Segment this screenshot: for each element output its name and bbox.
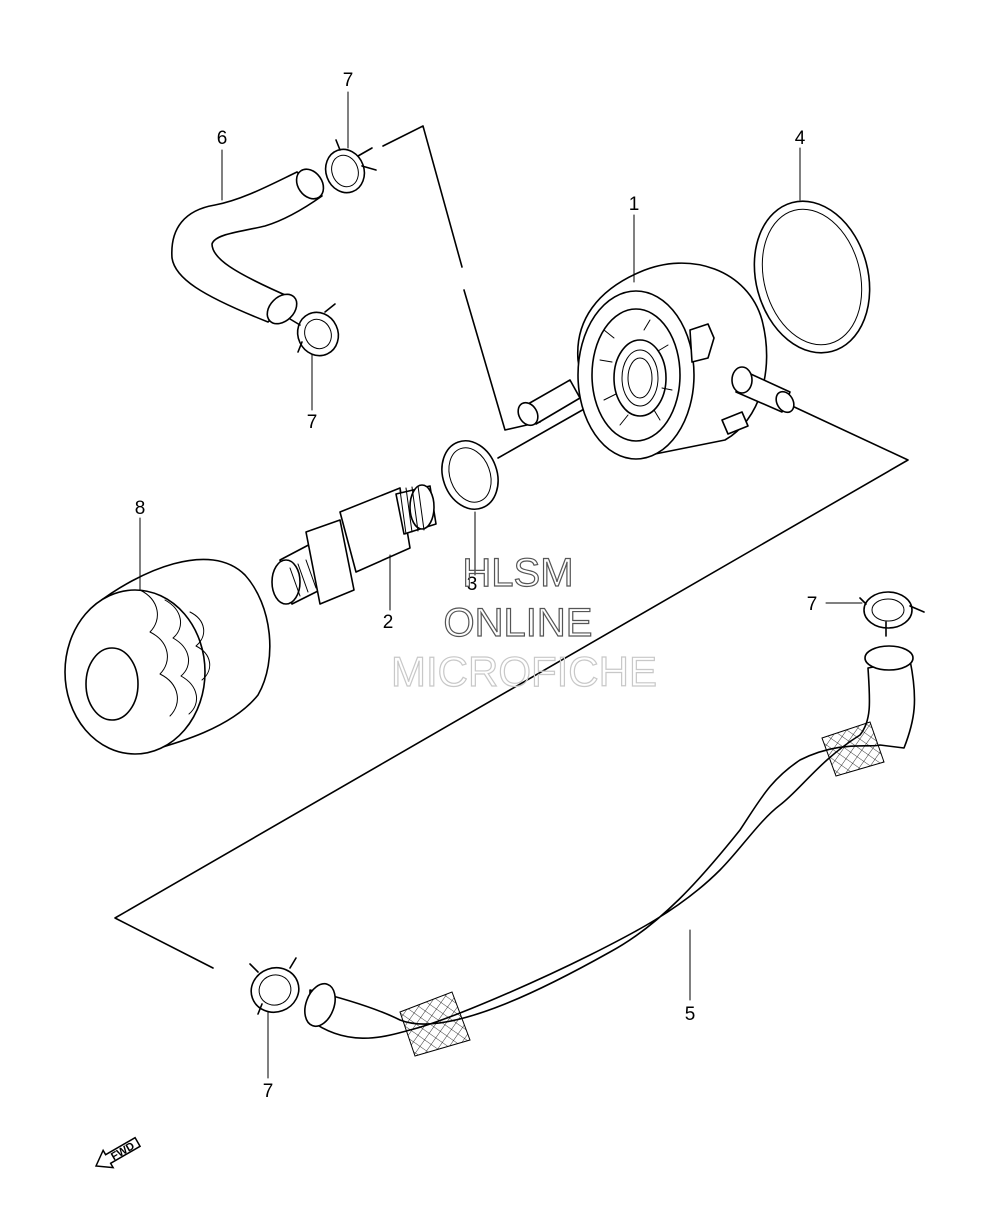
callout-leaders xyxy=(139,91,863,1079)
watermark-line-3: MICROFICHE xyxy=(391,648,657,695)
clamp-upper xyxy=(324,139,377,194)
callout-6: 6 xyxy=(217,128,228,149)
callout-5: 5 xyxy=(685,1004,696,1025)
watermark-line-1: HLSM xyxy=(462,551,573,595)
callout-7-top: 7 xyxy=(343,70,354,91)
long-hose xyxy=(304,645,916,1057)
clamp-middle-left xyxy=(289,303,340,357)
oil-cooler xyxy=(517,262,795,460)
callout-7-left: 7 xyxy=(307,412,318,433)
callout-7-bottom: 7 xyxy=(263,1081,274,1102)
union-bolt xyxy=(271,484,437,605)
fwd-label: FWD xyxy=(109,1140,137,1163)
clamp-right xyxy=(859,591,925,637)
callout-labels: 7 6 7 1 4 3 2 8 7 5 7 xyxy=(135,70,818,1102)
callout-4: 4 xyxy=(795,128,806,149)
clamp-lower xyxy=(249,957,300,1015)
callout-3: 3 xyxy=(467,574,478,595)
bent-hose xyxy=(171,168,325,325)
callout-2: 2 xyxy=(383,612,394,633)
oil-filter xyxy=(64,558,271,755)
o-ring-large xyxy=(753,200,871,354)
callout-1: 1 xyxy=(629,194,640,215)
callout-8: 8 xyxy=(135,498,146,519)
o-ring-small xyxy=(441,440,499,510)
callout-7-right: 7 xyxy=(807,594,818,615)
fwd-arrow-icon: FWD xyxy=(94,1136,142,1169)
watermark: HLSM ONLINE MICROFICHE xyxy=(390,550,657,695)
watermark-line-2: ONLINE xyxy=(444,601,593,645)
